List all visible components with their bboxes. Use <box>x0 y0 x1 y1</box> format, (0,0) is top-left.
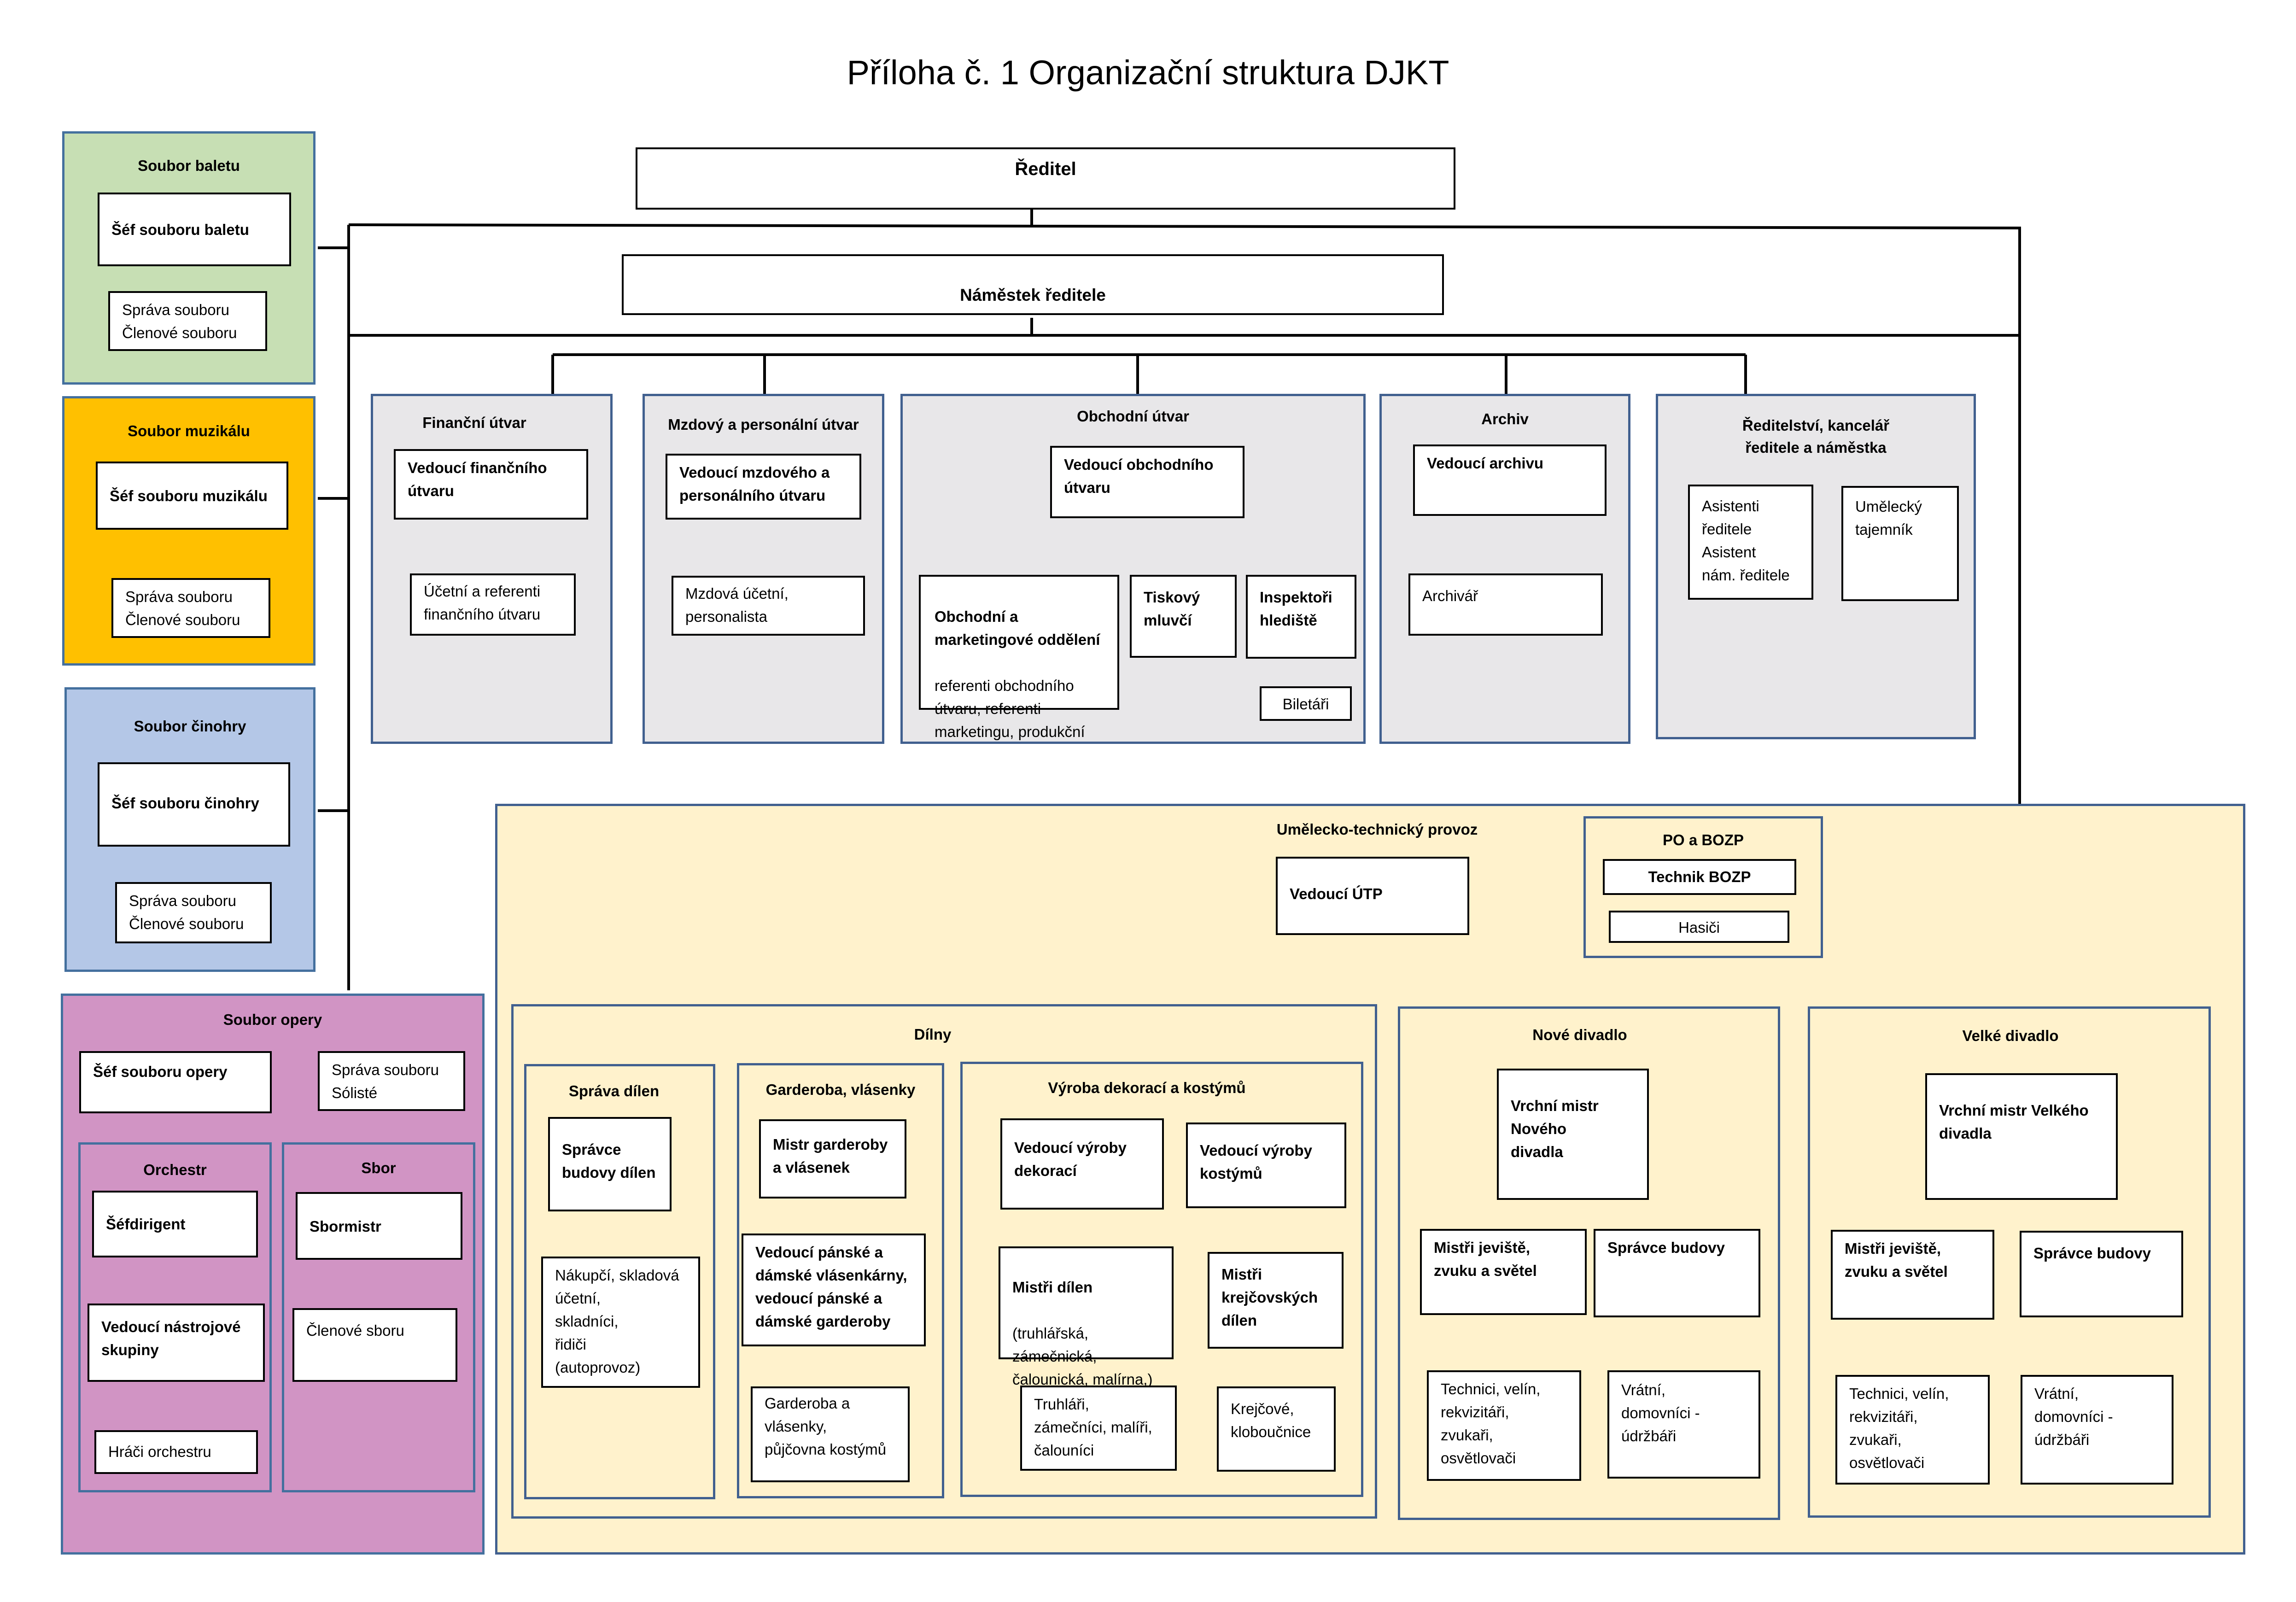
finance-staff-box: Účetní a referenti finančního útvaru <box>410 573 576 636</box>
firemen-box: Hasiči <box>1609 911 1789 943</box>
decor-staff-box: Truhláři, zámečníci, malíři, čalouníci <box>1020 1386 1177 1471</box>
drama-ensemble-title: Soubor činohry <box>134 718 246 735</box>
workshop-admin-title: Správa dílen <box>568 1082 660 1099</box>
utp-title: Umělecko-technický provoz <box>1276 821 1478 838</box>
big-stage-title: Velké divadlo <box>1962 1027 2059 1044</box>
new-stage-building-box: Správce budovy <box>1594 1229 1760 1317</box>
marketing-box: Obchodní a marketingové oddělení referen… <box>919 575 1119 740</box>
orchestra-title: Orchestr <box>143 1161 207 1178</box>
marketing-title: Obchodní a marketingové oddělení <box>935 608 1100 648</box>
payroll-head-box: Vedoucí mzdového a personálního útvaru <box>666 454 861 520</box>
office-dept-title: Ředitelství, kancelář ředitele a náměstk… <box>1742 417 1890 456</box>
production-title: Výroba dekorací a kostýmů <box>1048 1079 1246 1096</box>
workshop-masters-title: Mistři dílen <box>1012 1279 1093 1296</box>
workshops-title: Dílny <box>914 1026 952 1043</box>
payroll-staff-box: Mzdová účetní, personalista <box>672 576 865 636</box>
choir-title: Sbor <box>361 1159 396 1176</box>
wardrobe-staff-box: Garderoba a vlásenky, půjčovna kostýmů <box>751 1386 910 1482</box>
chief-conductor-box: Šéfdirigent <box>92 1191 258 1257</box>
big-stage-masters-box: Mistři jeviště, zvuku a světel <box>1831 1230 1994 1320</box>
tailor-masters-box: Mistři krejčovských dílen <box>1208 1252 1344 1349</box>
decor-head-box: Vedoucí výroby dekorací <box>1000 1118 1164 1210</box>
inspectors-box: Inspektoři hlediště <box>1246 575 1356 659</box>
ballet-staff-box: Správa souboru Členové souboru <box>108 291 267 351</box>
new-stage-techs-box: Technici, velín, rekvizitáři, zvukaři, o… <box>1427 1370 1581 1481</box>
wardrobe-title: Garderoba, vlásenky <box>765 1081 916 1098</box>
commercial-dept-title: Obchodní útvar <box>1077 408 1189 425</box>
workshop-admin-staff-box: Nákupčí, skladová účetní, skladníci, řid… <box>541 1257 700 1388</box>
ballet-ensemble-title: Soubor baletu <box>138 157 240 174</box>
opera-staff-box: Správa souboru Sólisté <box>318 1051 465 1111</box>
workshop-admin-head-box: Správce budovy dílen <box>548 1117 672 1211</box>
finance-dept-title: Finanční útvar <box>422 414 526 431</box>
archive-staff-box: Archivář <box>1408 573 1603 636</box>
finance-dept-panel <box>371 394 613 744</box>
big-stage-techs-box: Technici, velín, rekvizitáři, zvukaři, o… <box>1835 1375 1990 1485</box>
archive-dept-title: Archiv <box>1481 410 1529 427</box>
workshop-masters-box: Mistři dílen (truhlářská, zámečnická, ča… <box>999 1246 1174 1388</box>
choirmaster-box: Sbormistr <box>296 1192 462 1260</box>
page-title: Příloha č. 1 Organizační struktura DJKT <box>847 53 1449 92</box>
opera-ensemble-title: Soubor opery <box>223 1011 322 1028</box>
big-stage-building-box: Správce budovy <box>2020 1231 2183 1317</box>
musical-head-box: Šéf souboru muzikálu <box>96 462 288 530</box>
tickets-box: Biletáři <box>1260 686 1352 721</box>
musical-ensemble-title: Soubor muzikálu <box>128 422 250 439</box>
big-stage-porters-box: Vrátní, domovníci - údržbáři <box>2021 1375 2173 1485</box>
new-stage-masters-box: Mistři jeviště, zvuku a světel <box>1420 1229 1587 1315</box>
big-stage-head-box: Vrchní mistr Velkého divadla <box>1925 1073 2118 1200</box>
section-leader-box: Vedoucí nástrojové skupiny <box>88 1304 265 1382</box>
press-box: Tiskový mluvčí <box>1130 575 1237 658</box>
workshop-masters-sub: (truhlářská, zámečnická, čalounická, mal… <box>1012 1325 1153 1388</box>
ballet-head-box: Šéf souboru baletu <box>98 193 291 266</box>
opera-head-box: Šéf souboru opery <box>79 1051 272 1113</box>
commercial-head-box: Vedoucí obchodního útvaru <box>1050 446 1244 518</box>
marketing-staff: referenti obchodního útvaru, referenti m… <box>935 677 1085 740</box>
orchestra-players-box: Hráči orchestru <box>94 1430 258 1474</box>
drama-staff-box: Správa souboru Členové souboru <box>115 882 272 943</box>
new-stage-title: Nové divadlo <box>1532 1026 1627 1043</box>
drama-head-box: Šéf souboru činohry <box>98 762 290 847</box>
assistants-box: Asistenti ředitele Asistent nám. ředitel… <box>1688 485 1813 600</box>
bozp-technician-box: Technik BOZP <box>1603 859 1796 895</box>
musical-staff-box: Správa souboru Členové souboru <box>111 578 270 638</box>
utp-head-box: Vedoucí ÚTP <box>1276 857 1469 935</box>
deputy-box: Náměstek ředitele <box>622 254 1444 315</box>
payroll-dept-title: Mzdový a personální útvar <box>668 416 859 433</box>
wardrobe-mid-box: Vedoucí pánské a dámské vlásenkárny, ved… <box>742 1234 926 1346</box>
director-box: Ředitel <box>636 147 1455 210</box>
archive-head-box: Vedoucí archivu <box>1413 444 1607 516</box>
choir-members-box: Členové sboru <box>292 1308 457 1382</box>
artistic-secretary-box: Umělecký tajemník <box>1841 486 1959 601</box>
wardrobe-head-box: Mistr garderoby a vlásenek <box>759 1119 906 1199</box>
costume-staff-box: Krejčové, kloboučnice <box>1217 1386 1336 1472</box>
costume-head-box: Vedoucí výroby kostýmů <box>1186 1123 1346 1208</box>
finance-head-box: Vedoucí finančního útvaru <box>394 449 588 520</box>
new-stage-porters-box: Vrátní, domovníci - údržbáři <box>1607 1370 1760 1479</box>
po-bozp-title: PO a BOZP <box>1662 831 1744 848</box>
new-stage-head-box: Vrchní mistr Nového divadla <box>1497 1069 1649 1200</box>
payroll-dept-panel <box>643 394 884 744</box>
